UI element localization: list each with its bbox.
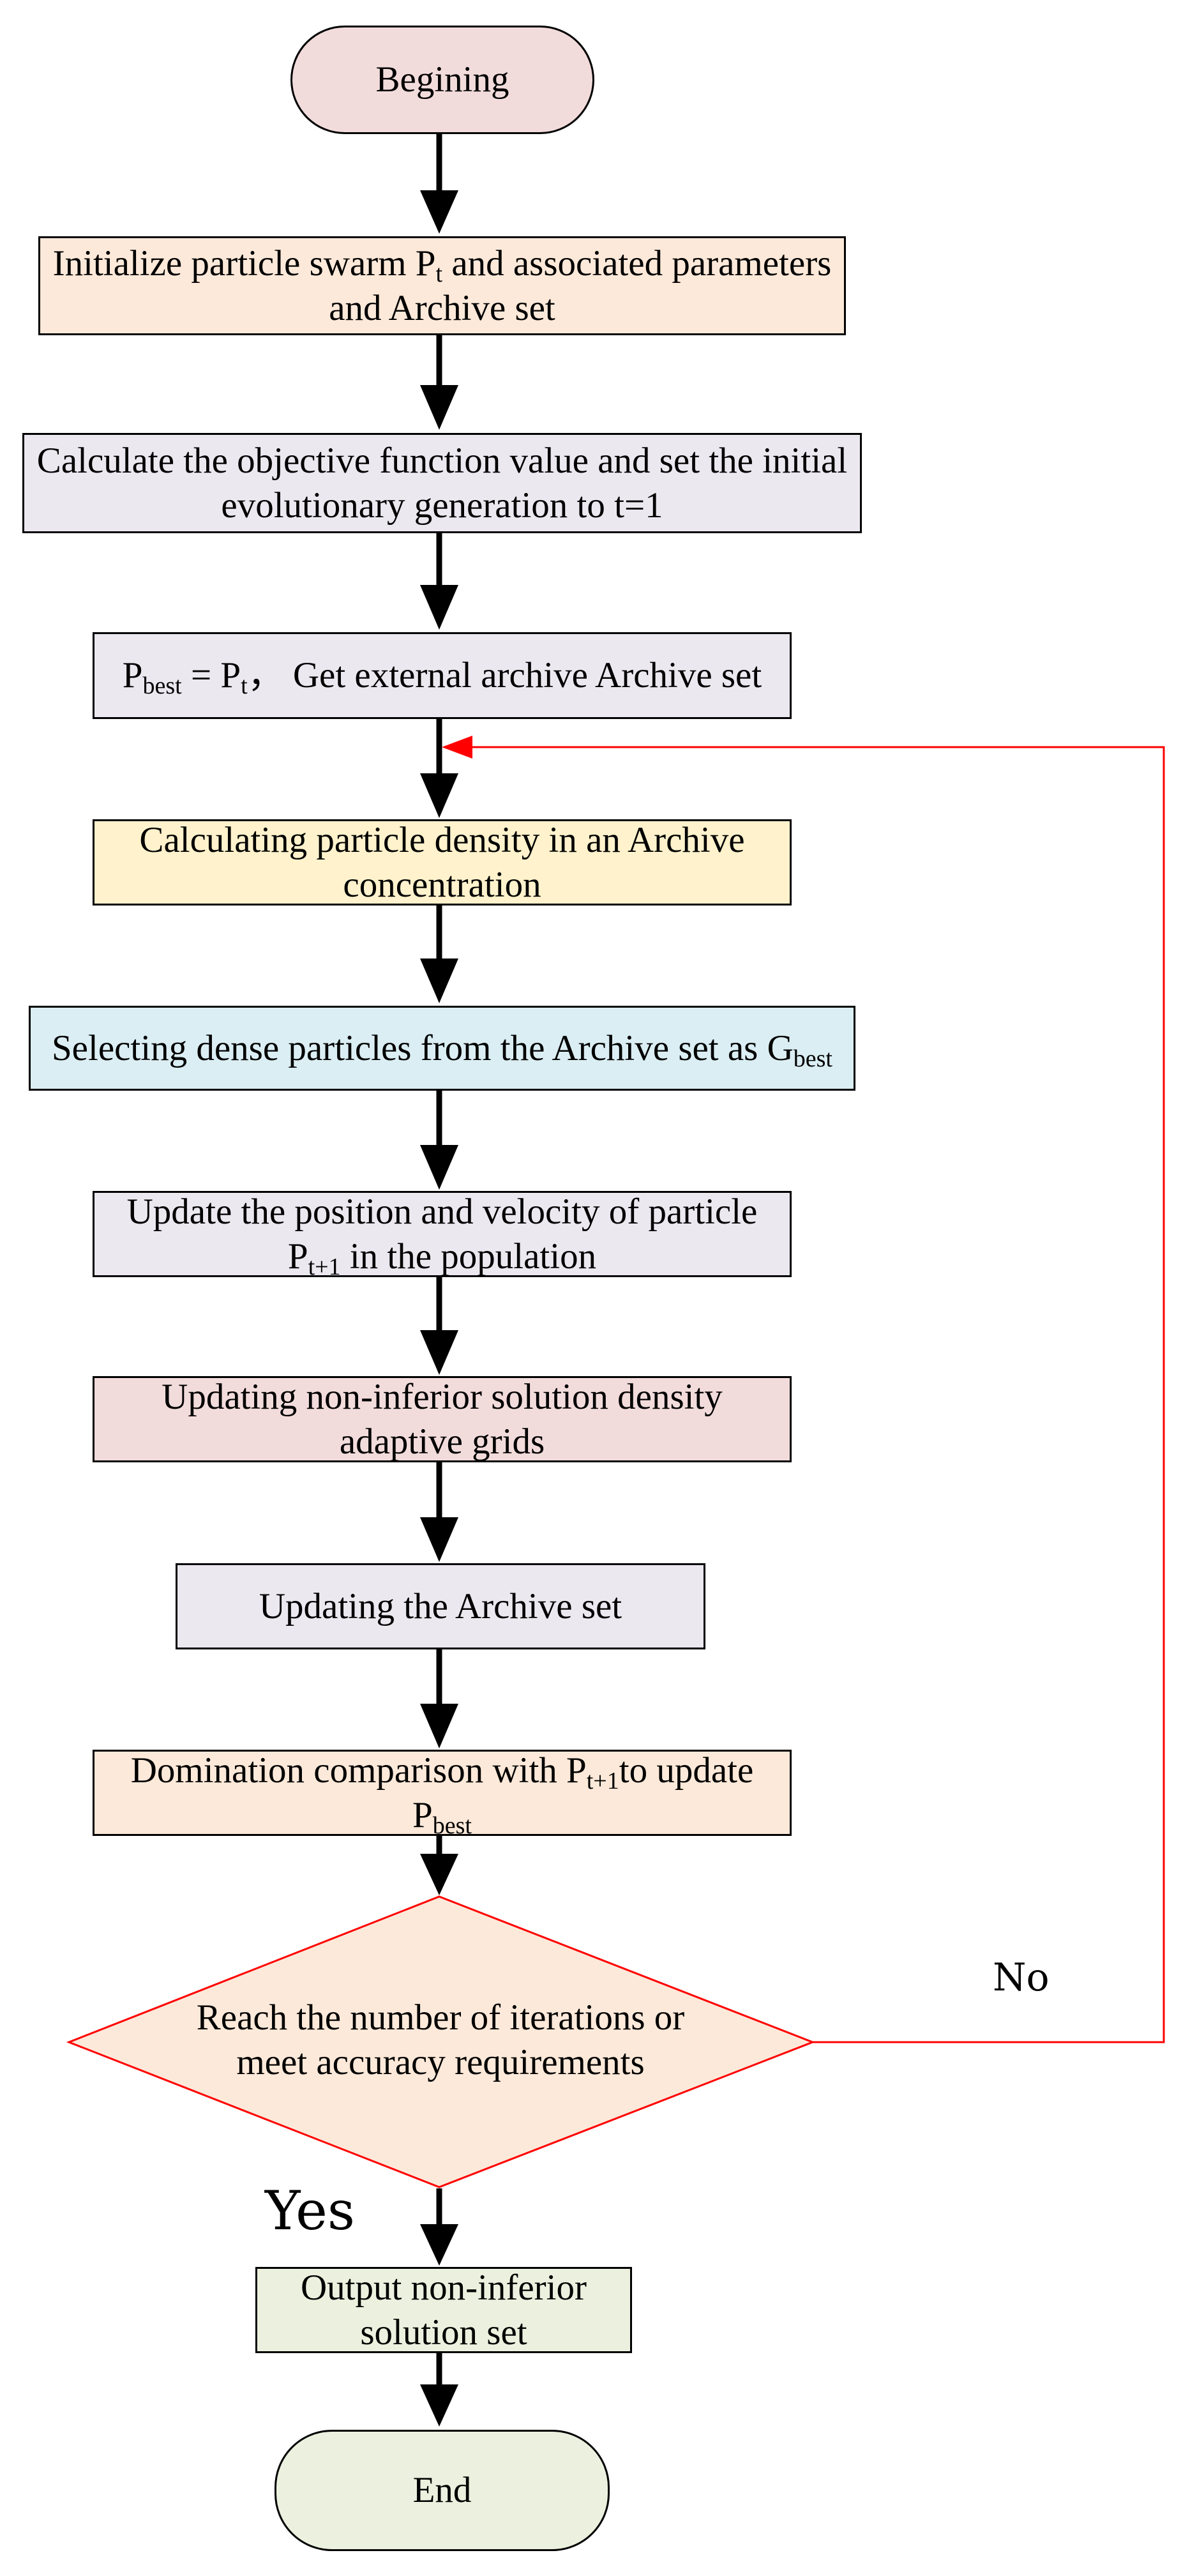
update-position-step: Update the position and velocity of part… bbox=[93, 1190, 792, 1279]
initialize-step: Initialize particle swarm Pt and associa… bbox=[38, 236, 846, 335]
initialize-label: Initialize particle swarm Pt and associa… bbox=[52, 241, 832, 331]
arrowhead-pbest-to-density bbox=[420, 773, 458, 818]
arrowhead-calc-to-pbest bbox=[420, 585, 458, 630]
arrowhead-archive-to-domination bbox=[420, 1704, 458, 1748]
no-loop-arrowhead bbox=[442, 736, 472, 759]
update-grid-step: Updating non-inferior solution density a… bbox=[93, 1376, 792, 1462]
calculate-objective-label: Calculate the objective function value a… bbox=[36, 440, 848, 526]
end-label: End bbox=[412, 2470, 472, 2510]
gbest-label: Selecting dense particles from the Archi… bbox=[52, 1026, 832, 1071]
update-archive-label: Updating the Archive set bbox=[259, 1586, 622, 1626]
pbest-archive-label: Pbest = Pt， Get external archive Archive… bbox=[123, 653, 762, 698]
domination-label: Domination comparison with Pt+1to update… bbox=[106, 1748, 778, 1838]
pbest-label-s2: t bbox=[241, 672, 248, 699]
update-position-sub: t+1 bbox=[308, 1253, 341, 1280]
domination-step: Domination comparison with Pt+1to update… bbox=[93, 1748, 792, 1838]
update-grid-label: Updating non-inferior solution density a… bbox=[162, 1376, 723, 1462]
arrowhead-gbest-to-updatepos bbox=[420, 1145, 458, 1190]
output-label: Output non-inferior solution set bbox=[301, 2267, 587, 2352]
arrowhead-decision-to-output bbox=[420, 2224, 458, 2266]
update-archive-step: Updating the Archive set bbox=[176, 1563, 705, 1649]
domination-mid: to update P bbox=[412, 1750, 754, 1835]
calculate-objective-step: Calculate the objective function value a… bbox=[22, 433, 862, 533]
decision-diamond-shape bbox=[66, 1895, 816, 2188]
density-label: Calculating particle density in an Archi… bbox=[139, 819, 745, 905]
pbest-archive-step: Pbest = Pt， Get external archive Archive… bbox=[93, 632, 792, 719]
no-label: No bbox=[993, 1955, 1050, 2000]
arrowhead-grid-to-archive bbox=[420, 1517, 458, 1562]
arrowhead-updatepos-to-grid bbox=[420, 1330, 458, 1375]
output-step: Output non-inferior solution set bbox=[255, 2267, 632, 2353]
arrows-group bbox=[420, 134, 458, 2427]
update-position-post: in the population bbox=[340, 1236, 597, 1277]
arrowhead-output-to-end bbox=[420, 2384, 458, 2427]
update-position-label: Update the position and velocity of part… bbox=[106, 1190, 778, 1279]
arrowhead-domination-to-decision bbox=[420, 1854, 458, 1895]
decision-label: Reach the number of iterations or meet a… bbox=[196, 1997, 685, 2082]
domination-sub2: best bbox=[432, 1812, 472, 1839]
start-label: Begining bbox=[375, 59, 509, 100]
pbest-label-p1: P bbox=[122, 655, 143, 695]
update-position-pre: Update the position and velocity of part… bbox=[126, 1191, 758, 1277]
yes-label: Yes bbox=[265, 2179, 355, 2242]
initialize-label-post: and associated parameters and Archive se… bbox=[329, 243, 832, 328]
pbest-label-post: ， Get external archive Archive set bbox=[247, 655, 762, 695]
density-step: Calculating particle density in an Archi… bbox=[93, 819, 792, 905]
initialize-label-sub: t bbox=[435, 260, 443, 287]
no-loop-connector bbox=[471, 746, 1165, 2043]
gbest-step: Selecting dense particles from the Archi… bbox=[29, 1006, 855, 1091]
arrowhead-density-to-gbest bbox=[420, 958, 458, 1003]
gbest-label-sub: best bbox=[793, 1045, 832, 1072]
no-loop-path bbox=[471, 746, 1165, 2043]
pbest-label-s1: best bbox=[142, 672, 182, 699]
domination-sub: t+1 bbox=[586, 1767, 619, 1794]
end-terminal: End bbox=[275, 2430, 610, 2551]
start-terminal: Begining bbox=[290, 26, 594, 134]
arrowhead-start-to-init bbox=[420, 190, 458, 234]
initialize-label-pre: Initialize particle swarm P bbox=[52, 243, 436, 284]
domination-pre: Domination comparison with P bbox=[130, 1750, 587, 1791]
pbest-label-mid: = P bbox=[181, 655, 241, 695]
arrowhead-init-to-calc bbox=[420, 385, 458, 430]
gbest-label-pre: Selecting dense particles from the Archi… bbox=[51, 1027, 794, 1068]
